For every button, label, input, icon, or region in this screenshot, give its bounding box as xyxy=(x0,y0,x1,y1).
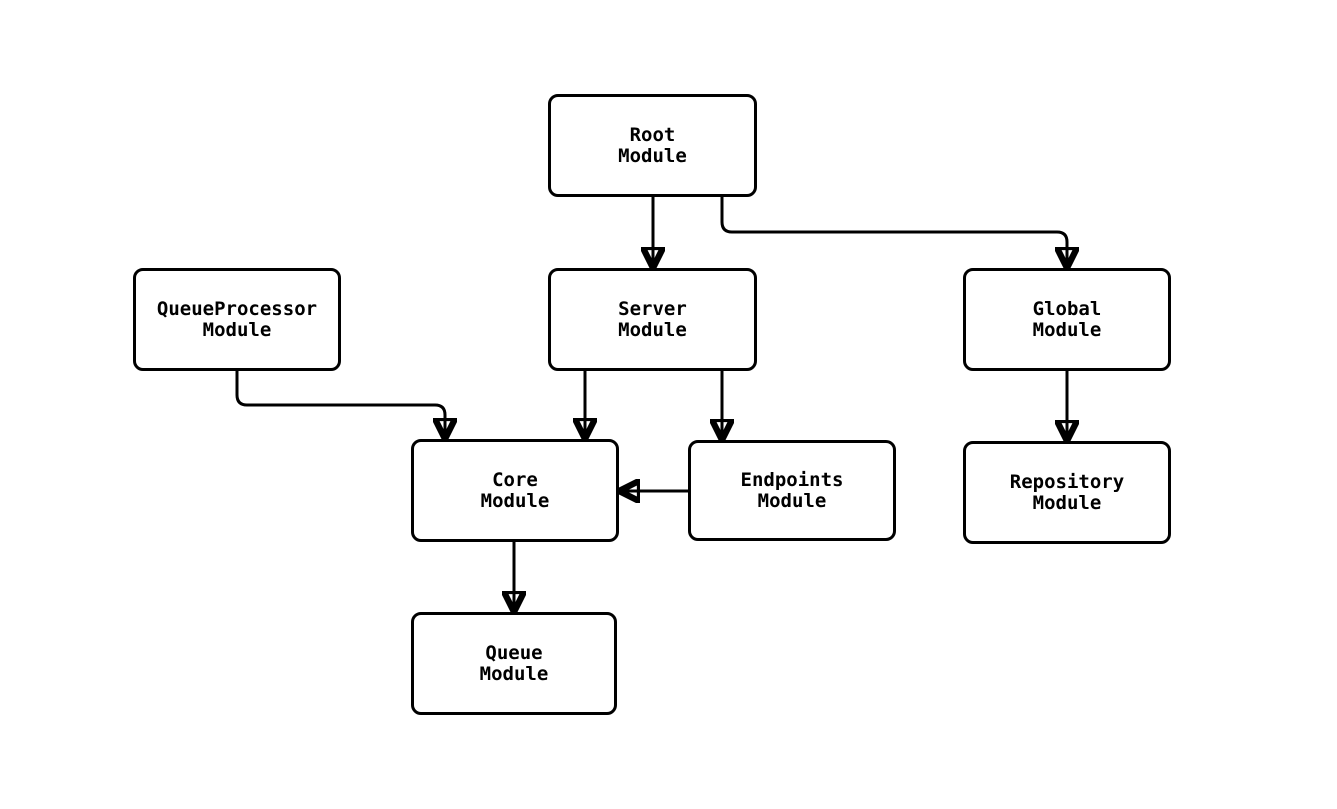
node-label: Module xyxy=(757,489,827,512)
node-label: Endpoints xyxy=(740,468,844,491)
node-label: Root xyxy=(629,123,676,146)
node-label: Module xyxy=(202,318,272,341)
node-label: Global xyxy=(1032,297,1102,320)
edge-root-to-global xyxy=(720,197,1067,268)
node-global-module: Global Module xyxy=(963,268,1171,371)
node-label: Module xyxy=(1032,491,1102,514)
node-label: Queue xyxy=(485,641,543,664)
node-root-module: Root Module xyxy=(548,94,757,197)
node-queueprocessor-module: QueueProcessor Module xyxy=(133,268,341,371)
edge-queueprocessor-to-core xyxy=(235,371,445,439)
node-repository-module: Repository Module xyxy=(963,441,1171,544)
node-label: Module xyxy=(479,662,549,685)
node-label: Module xyxy=(1032,318,1102,341)
node-label: Module xyxy=(480,489,550,512)
node-label: Core xyxy=(492,468,538,491)
node-endpoints-module: Endpoints Module xyxy=(688,440,896,541)
node-label: Module xyxy=(618,144,687,167)
node-label: Server xyxy=(618,297,687,320)
node-queue-module: Queue Module xyxy=(411,612,617,715)
node-core-module: Core Module xyxy=(411,439,619,542)
node-label: Repository xyxy=(1009,470,1125,493)
node-server-module: Server Module xyxy=(548,268,757,371)
node-label: QueueProcessor xyxy=(156,297,318,320)
node-label: Module xyxy=(618,318,687,341)
